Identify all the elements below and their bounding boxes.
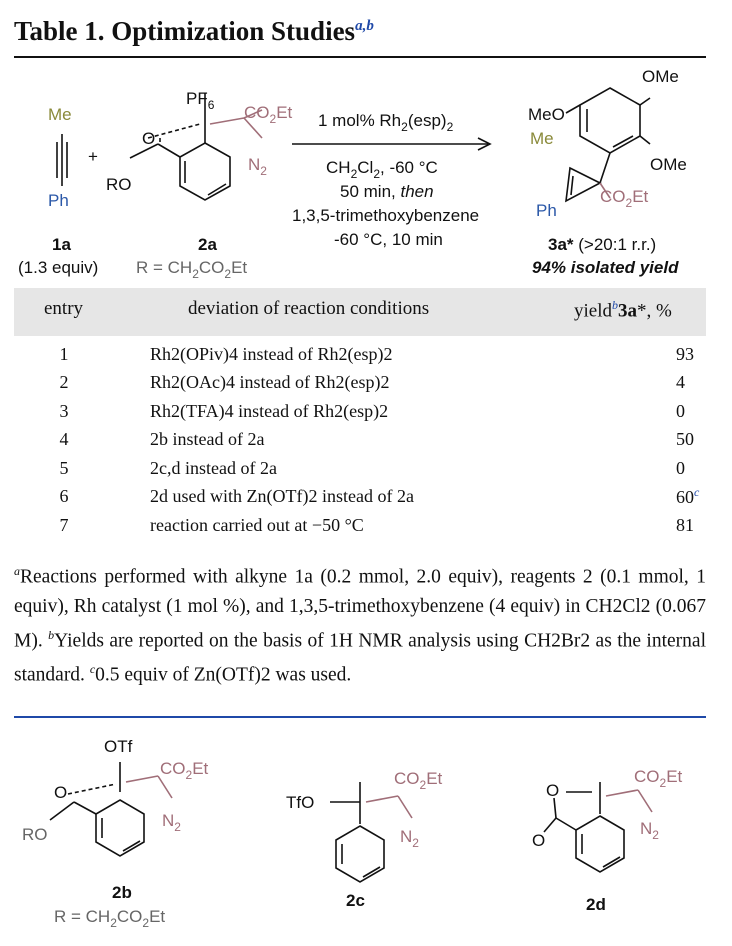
header-deviation: deviation of reaction conditions <box>188 298 430 319</box>
label-3a: 3a* (>20:1 r.r.) <box>548 235 656 254</box>
results-table: 1 Rh2(OPiv)4 instead of Rh2(esp)2 93 2 Rh2(O… <box>14 340 706 540</box>
ph-product: Ph <box>536 201 557 220</box>
co2et-2c: CO2Et <box>394 769 443 792</box>
cond-reagent: 1,3,5-trimethoxybenzene <box>292 206 479 225</box>
ro-2b: RO <box>22 825 48 844</box>
label-2b-r: R = CH2CO2Et <box>54 907 165 930</box>
ome-right: OMe <box>650 155 687 174</box>
o-ring-2d: O <box>546 781 559 800</box>
entry-cell: 6 <box>59 486 69 507</box>
yield-cell: 0 <box>590 454 706 483</box>
label-3a-yield: 94% isolated yield <box>532 258 679 277</box>
table-row: 6 2d used with Zn(OTf)2 instead of 2a 60c <box>14 483 706 512</box>
table-header-row: entry deviation of reaction conditions y… <box>14 288 706 336</box>
table-row: 4 2b instead of 2a 50 <box>14 426 706 455</box>
deviation-cell: Rh2(TFA)4 instead of Rh2(esp)2 <box>150 400 389 421</box>
footnote-b: Yields are reported on the basis of 1H N… <box>14 630 706 686</box>
alkyne-me: Me <box>48 105 72 124</box>
cond-catalyst: 1 mol% Rh2(esp)2 <box>318 111 454 134</box>
footnote-c: 0.5 equiv of Zn(OTf)2 was used. <box>95 664 352 686</box>
plus-sign: + <box>88 147 98 166</box>
cond-final: -60 °C, 10 min <box>334 230 443 249</box>
table-title-text: Table 1. Optimization Studies <box>14 16 356 46</box>
reaction-scheme: Me Ph + PF6 CO2Et N2 O RO 1 mol% Rh2(esp… <box>18 67 687 281</box>
me-product: Me <box>530 129 554 148</box>
yield-cell: 4 <box>590 369 706 398</box>
label-1a: 1a <box>52 235 71 254</box>
carbonyl-o-2a: O <box>142 129 155 148</box>
deviation-cell: 2c,d instead of 2a <box>150 457 277 478</box>
entry-cell: 5 <box>59 457 69 478</box>
label-2d: 2d <box>586 895 606 914</box>
n2-2b: N2 <box>162 811 181 834</box>
n2-2c: N2 <box>400 827 419 850</box>
entry-cell: 4 <box>59 429 69 450</box>
footnote-c-mark: c <box>89 662 96 676</box>
cond-solvent: CH2Cl2, -60 °C <box>326 158 438 181</box>
yield-cell: 81 <box>590 511 706 540</box>
ro-2a: RO <box>106 175 132 194</box>
meo-left: MeO <box>528 105 565 124</box>
table-row: 7 reaction carried out at −50 °C 81 <box>14 511 706 540</box>
alkyne-ph: Ph <box>48 191 69 210</box>
yield-cell: 60c <box>590 483 706 512</box>
label-2c: 2c <box>346 891 365 910</box>
section-divider <box>14 716 706 718</box>
co2et-2b: CO2Et <box>160 759 209 782</box>
table-title: Table 1. Optimization Studiesa,b <box>14 16 374 47</box>
header-yield: yieldb3a*, % <box>574 298 672 322</box>
yield-footnote-mark: c <box>694 485 700 500</box>
label-2a-r: R = CH2CO2Et <box>136 258 247 281</box>
label-2b: 2b <box>112 883 132 902</box>
title-rule <box>14 56 706 58</box>
yield-cell: 0 <box>590 397 706 426</box>
yield-cell: 50 <box>590 426 706 455</box>
pf6-label: PF6 <box>186 89 215 112</box>
deviation-cell: 2b instead of 2a <box>150 429 265 450</box>
otf-label: OTf <box>104 737 133 756</box>
co2et-product: CO2Et <box>600 187 649 210</box>
table-row: 1 Rh2(OPiv)4 instead of Rh2(esp)2 93 <box>14 340 706 369</box>
entry-cell: 2 <box>59 372 69 393</box>
deviation-cell: 2d used with Zn(OTf)2 instead of 2a <box>150 486 414 507</box>
co2et-2a: CO2Et <box>244 103 293 126</box>
footnote-b-mark: b <box>48 627 55 642</box>
table-row: 5 2c,d instead of 2a 0 <box>14 454 706 483</box>
header-entry: entry <box>44 298 84 319</box>
footnotes: aReactions performed with alkyne 1a (0.2… <box>14 557 706 690</box>
ome-top: OMe <box>642 67 679 86</box>
table-row: 2 Rh2(OAc)4 instead of Rh2(esp)2 4 <box>14 369 706 398</box>
yield-value: 81 <box>676 514 694 535</box>
footnote-a-mark: a <box>14 564 20 578</box>
yield-value: 60 <box>676 487 694 508</box>
label-1a-equiv: (1.3 equiv) <box>18 258 98 277</box>
reagent-structures: OTf CO2Et N2 O RO 2b R = CH2CO2Et TfO CO… <box>22 737 683 930</box>
o-carbonyl-2d: O <box>532 831 545 850</box>
footnote-a: Reactions performed with alkyne 1a (0.2 … <box>14 566 706 652</box>
yield-value: 0 <box>676 457 685 478</box>
entry-cell: 1 <box>59 343 69 364</box>
deviation-cell: Rh2(OAc)4 instead of Rh2(esp)2 <box>150 372 390 393</box>
yield-value: 4 <box>676 372 685 393</box>
table-row: 3 Rh2(TFA)4 instead of Rh2(esp)2 0 <box>14 397 706 426</box>
n2-2d: N2 <box>640 819 659 842</box>
tfo-label: TfO <box>286 793 314 812</box>
label-2a: 2a <box>198 235 217 254</box>
title-footnote-marks: a,b <box>355 18 374 34</box>
co2et-2d: CO2Et <box>634 767 683 790</box>
yield-value: 93 <box>676 343 694 364</box>
entry-cell: 7 <box>59 514 69 535</box>
yield-value: 50 <box>676 429 694 450</box>
o-2b: O <box>54 783 67 802</box>
yield-value: 0 <box>676 400 685 421</box>
entry-cell: 3 <box>59 400 69 421</box>
cond-time: 50 min, then <box>340 182 434 201</box>
yield-cell: 93 <box>590 340 706 369</box>
deviation-cell: reaction carried out at −50 °C <box>150 514 364 535</box>
deviation-cell: Rh2(OPiv)4 instead of Rh2(esp)2 <box>150 343 393 364</box>
n2-2a: N2 <box>248 155 267 178</box>
